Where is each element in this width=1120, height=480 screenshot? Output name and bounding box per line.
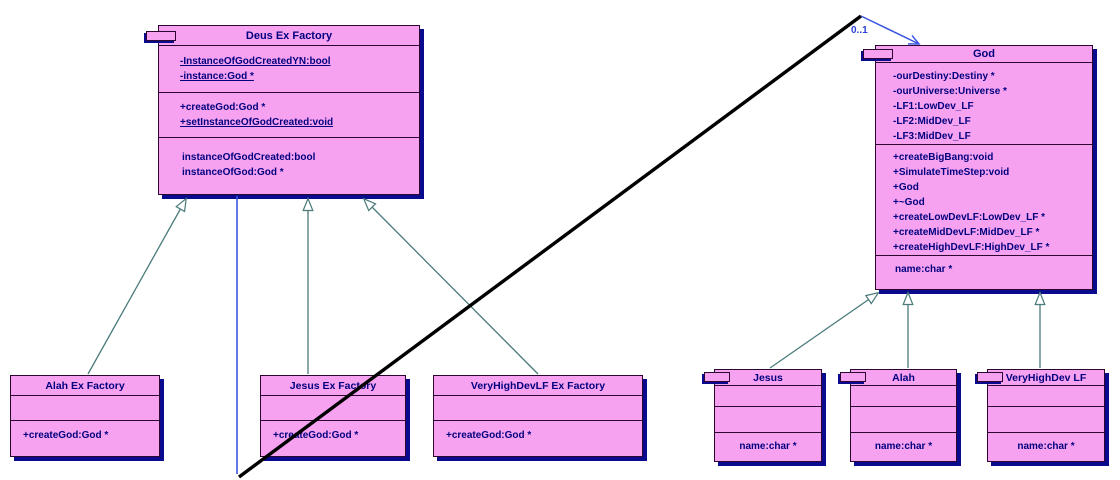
attributes-compartment	[261, 396, 405, 421]
class-title: Deus Ex Factory	[159, 26, 419, 46]
class-method: +createBigBang:void	[893, 152, 994, 163]
attributes-compartment: -ourDestiny:Destiny * -ourUniverse:Unive…	[876, 63, 1092, 145]
class-box-alah[interactable]: Alah name:char *	[840, 369, 957, 462]
class-tab-icon	[704, 372, 730, 382]
class-member: name:char *	[739, 441, 797, 452]
class-attribute: -InstanceOfGodCreatedYN:bool	[180, 56, 331, 67]
methods-compartment: +createGod:God *	[11, 421, 159, 455]
class-method: +createGod:God *	[23, 430, 109, 441]
class-title: Alah	[851, 370, 956, 386]
attributes-compartment	[988, 386, 1104, 407]
methods-compartment: +createBigBang:void +SimulateTimeStep:vo…	[876, 145, 1092, 256]
misc-compartment: name:char *	[715, 433, 821, 461]
class-box-alah-ex-factory[interactable]: Alah Ex Factory +createGod:God *	[10, 375, 160, 457]
class-title: God	[876, 46, 1092, 63]
class-attribute: -LF3:MidDev_LF	[893, 131, 971, 142]
misc-compartment: name:char *	[988, 433, 1104, 461]
class-tab-icon	[840, 372, 866, 382]
class-title: Jesus Ex Factory	[261, 376, 405, 396]
attributes-compartment	[851, 386, 956, 407]
class-title: VeryHighDevLF Ex Factory	[434, 376, 642, 396]
methods-compartment	[715, 407, 821, 433]
class-attribute: -instance:God *	[180, 71, 254, 82]
class-method: +createGod:God *	[273, 430, 359, 441]
class-attribute: -LF2:MidDev_LF	[893, 116, 971, 127]
generalization-arrow-vhdlf-factory-to-deus[interactable]	[362, 197, 539, 375]
class-box-jesus[interactable]: Jesus name:char *	[704, 369, 822, 462]
class-tab-icon	[863, 49, 893, 59]
class-method: +createGod:God *	[446, 430, 532, 441]
class-method: +SimulateTimeStep:void	[893, 167, 1010, 178]
class-box-deus-ex-factory[interactable]: Deus Ex Factory -InstanceOfGodCreatedYN:…	[146, 25, 420, 195]
class-attribute: -LF1:LowDev_LF	[893, 101, 974, 112]
methods-compartment: +createGod:God * +setInstanceOfGodCreate…	[159, 93, 419, 138]
association-deus-to-god-arrowhead-segment[interactable]	[860, 15, 921, 45]
class-box-jesus-ex-factory[interactable]: Jesus Ex Factory +createGod:God *	[260, 375, 406, 457]
methods-compartment	[988, 407, 1104, 433]
generalization-arrow-jesus-to-god[interactable]	[769, 291, 880, 369]
class-box-god[interactable]: God -ourDestiny:Destiny * -ourUniverse:U…	[863, 45, 1093, 290]
class-tab-icon	[146, 31, 176, 41]
methods-compartment: +createGod:God *	[261, 421, 405, 455]
attributes-compartment: -InstanceOfGodCreatedYN:bool -instance:G…	[159, 46, 419, 93]
class-attribute: -ourDestiny:Destiny *	[893, 71, 995, 82]
attributes-compartment	[434, 396, 642, 421]
class-title: VeryHighDev LF	[988, 370, 1104, 386]
class-method: +~God	[893, 197, 925, 208]
class-method: +createGod:God *	[180, 102, 266, 113]
misc-compartment: instanceOfGodCreated:bool instanceOfGod:…	[159, 138, 419, 194]
attributes-compartment	[715, 386, 821, 407]
class-member: instanceOfGodCreated:bool	[182, 152, 316, 163]
methods-compartment	[851, 407, 956, 433]
class-method: +God	[893, 182, 919, 193]
class-member: name:char *	[1017, 441, 1075, 452]
generalization-arrow-alah-factory-to-deus[interactable]	[87, 197, 188, 375]
misc-compartment: name:char *	[851, 433, 956, 461]
misc-compartment: name:char *	[876, 256, 1092, 288]
class-method: +createLowDevLF:LowDev_LF *	[893, 212, 1045, 223]
class-title: Jesus	[715, 370, 821, 386]
class-title: Alah Ex Factory	[11, 376, 159, 396]
class-member: instanceOfGod:God *	[182, 167, 284, 178]
class-box-veryhighdevlf-ex-factory[interactable]: VeryHighDevLF Ex Factory +createGod:God …	[433, 375, 643, 457]
attributes-compartment	[11, 396, 159, 421]
class-member: name:char *	[874, 441, 933, 452]
class-method: +setInstanceOfGodCreated:void	[180, 117, 334, 128]
class-method: +createMidDevLF:MidDev_LF *	[893, 227, 1040, 238]
methods-compartment: +createGod:God *	[434, 421, 642, 455]
class-tab-icon	[977, 372, 1003, 382]
class-method: +createHighDevLF:HighDev_LF *	[893, 242, 1050, 253]
association-multiplicity-label: 0..1	[851, 25, 868, 36]
class-attribute: -ourUniverse:Universe *	[893, 86, 1007, 97]
class-member: name:char *	[895, 264, 953, 275]
class-box-veryhighdev-lf[interactable]: VeryHighDev LF name:char *	[977, 369, 1105, 462]
